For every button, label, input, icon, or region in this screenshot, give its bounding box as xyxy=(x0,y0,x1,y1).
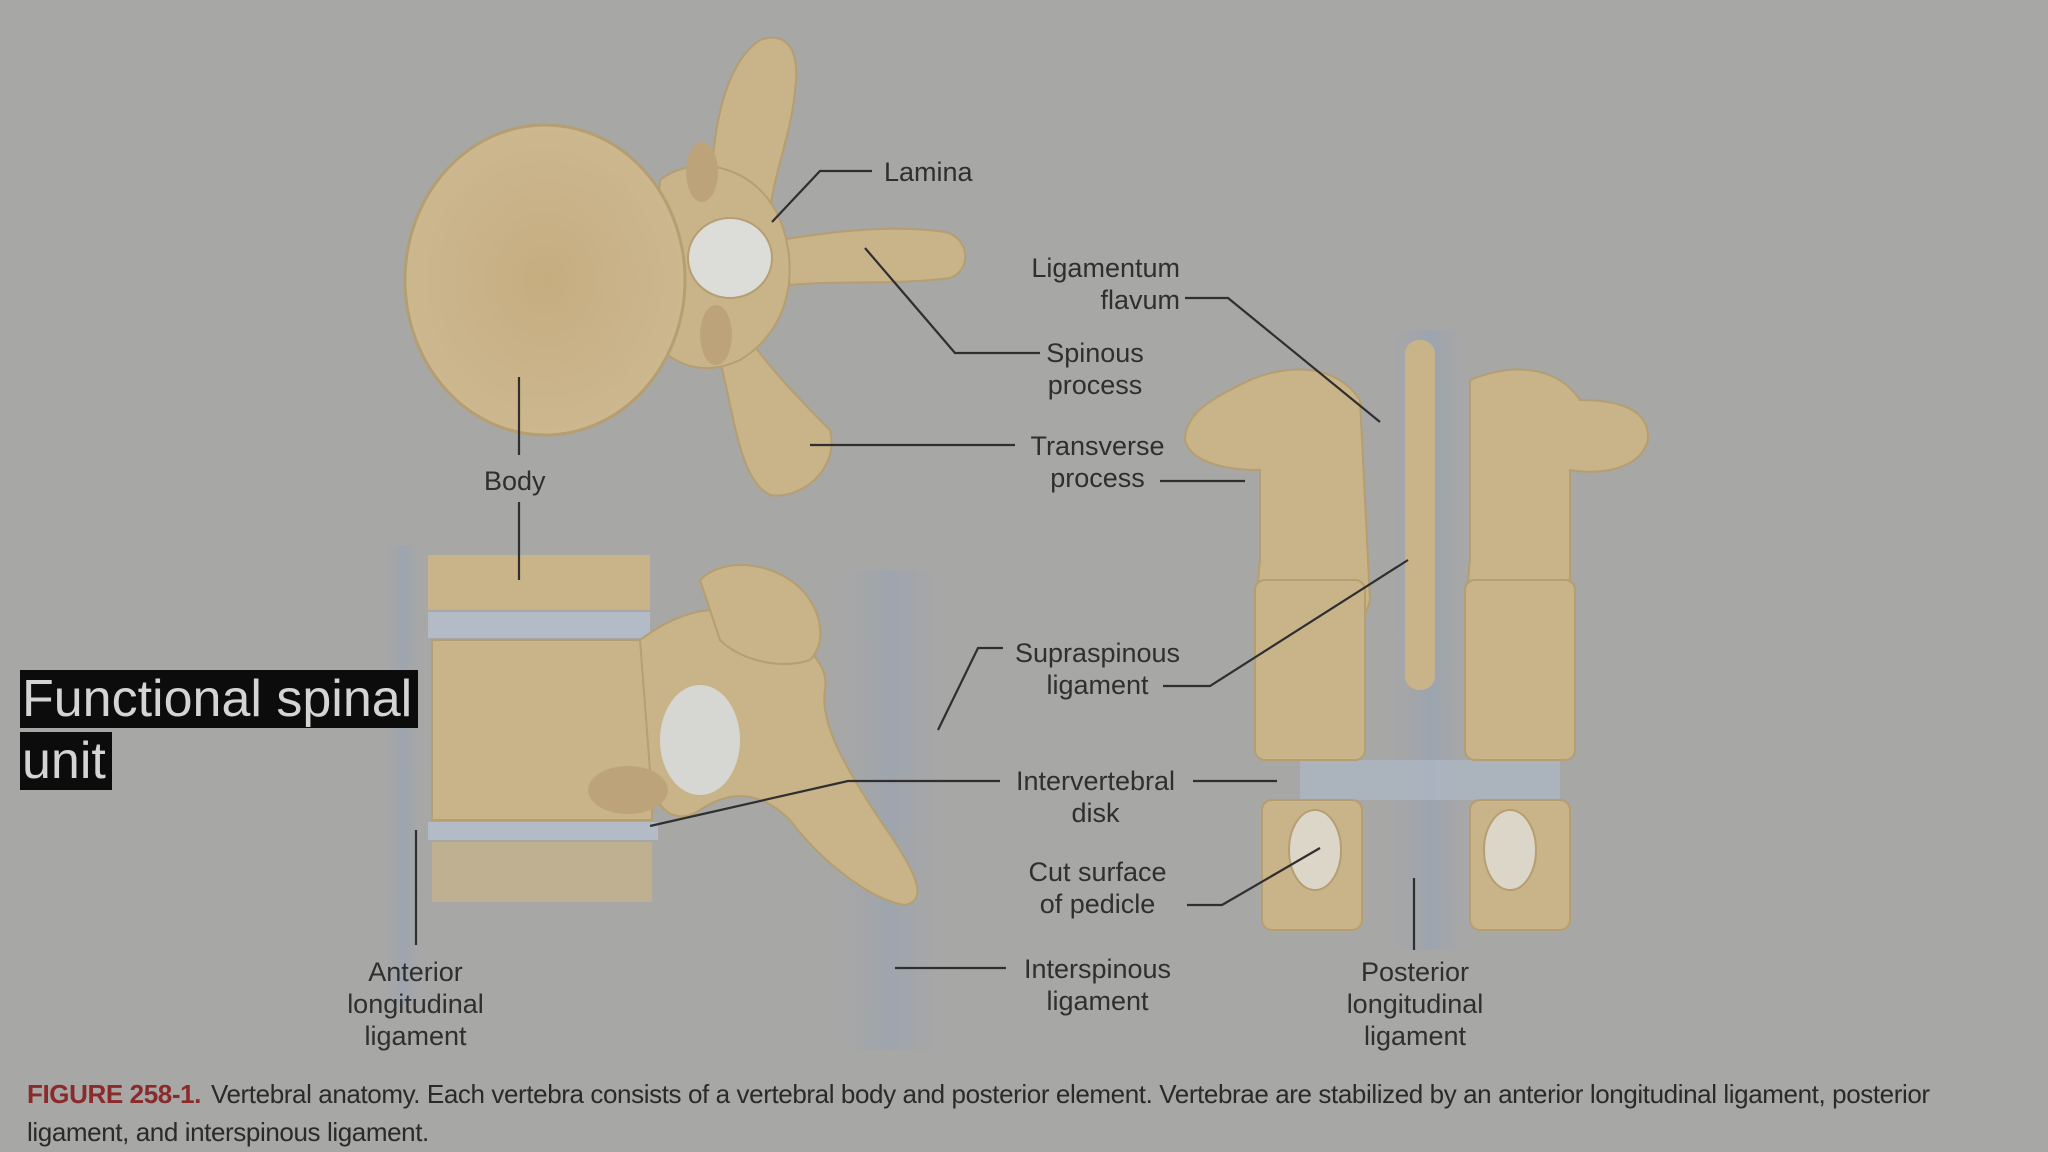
label-anterior-longitudinal-ligament: Anterior longitudinal ligament xyxy=(347,957,484,1051)
label-ligamentum-flavum: Ligamentum flavum xyxy=(1031,253,1180,315)
leader-lines xyxy=(414,169,1416,970)
label-cut-surface-of-pedicle: Cut surface of pedicle xyxy=(1028,857,1167,919)
lateral-lower-disk xyxy=(428,822,658,840)
label-lamina: Lamina xyxy=(884,157,973,187)
posterior-right-lower-vertebra xyxy=(1464,579,1576,761)
label-body: Body xyxy=(484,466,546,496)
functional-spinal-unit-overlay: Functional spinal unit xyxy=(20,668,440,792)
posterior-left-lower-vertebra xyxy=(1254,579,1366,761)
overlay-text: Functional spinal unit xyxy=(20,670,419,790)
caption-figure-number: FIGURE 258-1. xyxy=(27,1079,201,1109)
top-vertebral-body xyxy=(403,123,687,437)
posterior-view xyxy=(1183,330,1650,950)
cut-pedicle-right xyxy=(1483,809,1537,891)
lateral-upper-disk xyxy=(428,612,650,638)
lateral-upper-body xyxy=(428,555,650,610)
figure-caption: FIGURE 258-1.Vertebral anatomy. Each ver… xyxy=(27,1075,2017,1151)
label-interspinous-ligament: Interspinous ligament xyxy=(1023,954,1172,1016)
label-supraspinous-ligament: Supraspinous ligament xyxy=(1014,638,1181,700)
lateral-view xyxy=(378,545,960,1050)
label-intervertebral-disk: Intervertebral disk xyxy=(1015,766,1176,828)
caption-text: Vertebral anatomy. Each vertebra consist… xyxy=(27,1079,1930,1147)
label-transverse-process: Transverse process xyxy=(1030,431,1165,493)
label-spinous-process: Spinous process xyxy=(1046,338,1144,400)
top-spinous-process xyxy=(710,37,798,217)
top-spinal-foramen xyxy=(687,217,773,299)
label-posterior-longitudinal-ligament: Posterior longitudinal ligament xyxy=(1346,957,1484,1051)
top-transverse-lower xyxy=(718,307,833,497)
top-view-vertebra xyxy=(403,37,967,497)
